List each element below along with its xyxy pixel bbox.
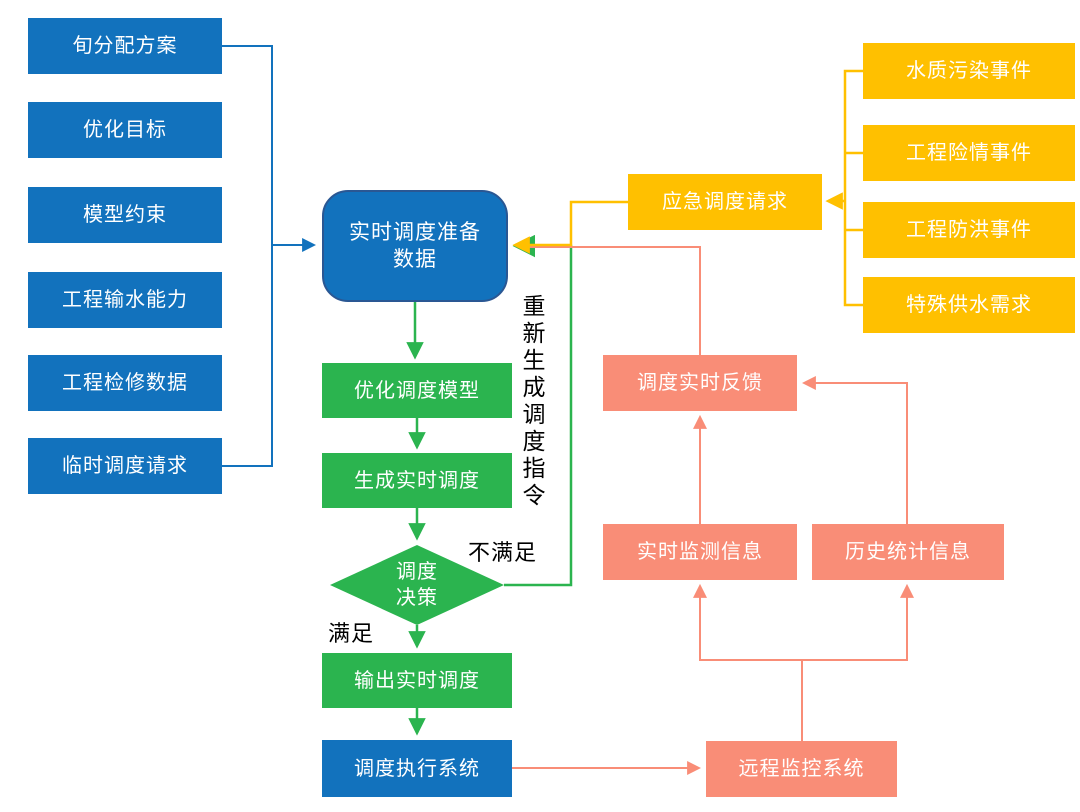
- connector-feedback-to-prepared-data: [520, 246, 701, 355]
- decision-line2: 决策: [396, 587, 438, 609]
- node-special-water-supply-demand: 特殊供水需求: [863, 277, 1075, 333]
- node-optimization-target: 优化目标: [28, 102, 222, 158]
- label-regenerate-dispatch-command: 重新生成调度指令: [519, 294, 545, 510]
- node-water-pollution-event: 水质污染事件: [863, 43, 1075, 99]
- arrow-remote-to-realtime-monitor: [693, 583, 803, 741]
- node-realtime-monitoring-info: 实时监测信息: [603, 524, 797, 580]
- arrow-emergency-to-prepared-data: [512, 200, 628, 254]
- decision-line1: 调度: [396, 561, 438, 583]
- node-project-danger-event: 工程险情事件: [863, 125, 1075, 181]
- prepared-data-line1: 实时调度准备: [349, 220, 481, 244]
- connector-yellow-event-bus: [843, 69, 863, 307]
- node-project-maintenance-data: 工程检修数据: [28, 355, 222, 411]
- node-ten-day-allocation-plan: 旬分配方案: [28, 18, 222, 74]
- node-historical-statistics-info: 历史统计信息: [812, 524, 1004, 580]
- node-flood-control-event: 工程防洪事件: [863, 202, 1075, 258]
- node-output-realtime-dispatch: 输出实时调度: [322, 653, 512, 708]
- node-model-constraints: 模型约束: [28, 187, 222, 243]
- node-dispatch-realtime-feedback: 调度实时反馈: [603, 355, 797, 411]
- node-dispatch-execution-system: 调度执行系统: [322, 740, 512, 797]
- node-water-conveyance-capacity: 工程输水能力: [28, 272, 222, 328]
- node-emergency-dispatch-request: 应急调度请求: [628, 174, 822, 230]
- arrow-history-to-feedback: [801, 376, 908, 524]
- connector-blue-input-bus: [222, 45, 273, 467]
- label-not-satisfied: 不满足: [468, 540, 538, 565]
- node-temporary-dispatch-request: 临时调度请求: [28, 438, 222, 494]
- node-generate-realtime-dispatch: 生成实时调度: [322, 453, 512, 508]
- arrow-remote-to-history-stats: [802, 583, 914, 661]
- node-optimal-dispatch-model: 优化调度模型: [322, 363, 512, 418]
- node-realtime-dispatch-prepared-data: 实时调度准备 数据: [322, 190, 508, 302]
- label-satisfied: 满足: [328, 621, 375, 646]
- node-remote-monitoring-system: 远程监控系统: [706, 741, 897, 797]
- prepared-data-line2: 数据: [393, 248, 437, 271]
